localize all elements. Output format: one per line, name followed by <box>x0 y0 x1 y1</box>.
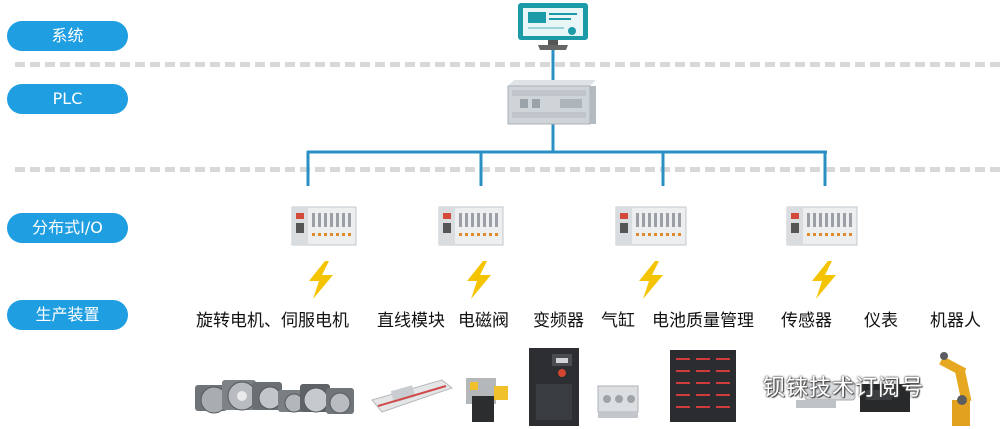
cylinder-icon <box>597 385 639 418</box>
lightning-icon <box>467 261 491 299</box>
meter-icon <box>860 384 910 412</box>
lightning-icon <box>309 261 333 299</box>
device-label-solenoid-valve: 电磁阀 <box>458 311 509 331</box>
io-module-icon <box>291 206 357 246</box>
sensor-icon <box>796 381 856 408</box>
device-illustrations <box>195 348 972 426</box>
device-label-sensor: 传感器 <box>781 311 832 331</box>
layer-label-distributed-io: 分布式I/O <box>7 213 128 243</box>
layer-label-system: 系统 <box>7 21 128 51</box>
watermark-text: 钡铼技术订阅号 <box>763 376 925 401</box>
device-label-cylinder: 气缸 <box>601 311 635 331</box>
battery-rack-icon <box>670 350 736 422</box>
solenoid-valve-icon <box>466 378 508 422</box>
separator-line <box>15 62 1000 67</box>
plc-icon <box>507 80 596 125</box>
linear-module-icon <box>371 379 454 413</box>
device-label-inverter: 变频器 <box>533 311 584 331</box>
robot-icon <box>939 352 972 426</box>
device-label-robot: 机器人 <box>930 311 981 331</box>
inverter-icon <box>529 348 579 426</box>
separator-line <box>15 167 1000 172</box>
lightning-icon <box>639 261 663 299</box>
lightning-icon <box>812 261 836 299</box>
device-label-linear-module: 直线模块 <box>377 311 445 331</box>
network-topology <box>306 3 827 186</box>
io-module-icon <box>615 206 687 246</box>
device-label-meter: 仪表 <box>864 311 898 331</box>
device-label-motors: 旋转电机、伺服电机 <box>196 311 349 331</box>
io-module-icon <box>438 206 504 246</box>
servo-motors-icon <box>195 380 354 414</box>
monitor-icon <box>518 3 588 50</box>
device-label-battery-management: 电池质量管理 <box>652 311 754 331</box>
layer-label-production-devices: 生产装置 <box>7 300 128 330</box>
io-module-icon <box>786 206 858 246</box>
layer-label-plc: PLC <box>7 84 128 114</box>
